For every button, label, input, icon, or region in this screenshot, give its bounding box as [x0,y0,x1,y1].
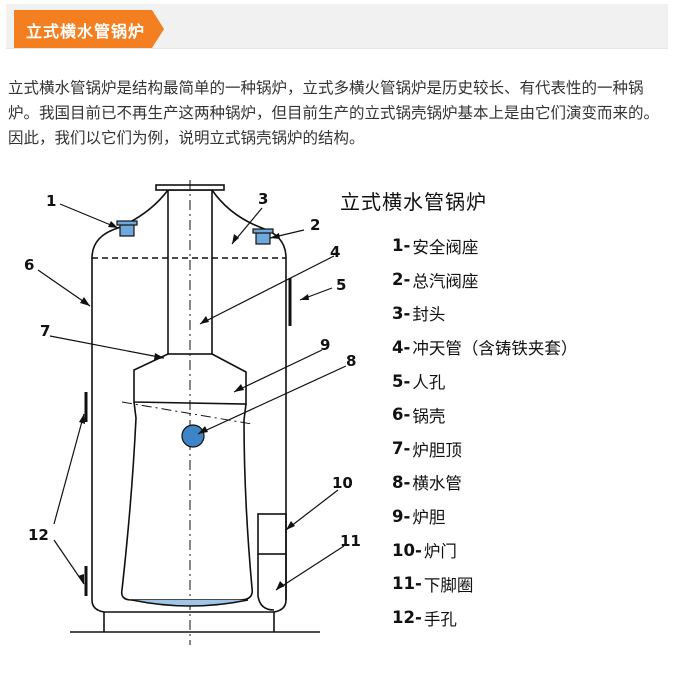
main-steam-valve-seat [255,231,271,245]
legend-item: 3-封头 [392,303,446,325]
grate [131,599,249,607]
legend-item: 2-总汽阀座 [392,270,479,291]
legend-item: 1-安全阀座 [392,236,479,257]
tab-shape [14,10,164,48]
callout-1: 1 [46,192,56,210]
legend-item: 11-下脚圈 [392,574,474,595]
diagram-title: 立式横水管锅炉 [340,190,487,214]
intro-paragraph: 立式横水管锅炉是结构最简单的一种锅炉，立式多横火管锅炉是历史较长、有代表性的一种… [8,79,660,147]
section-header: 立式横水管锅炉 [6,4,668,49]
callout-6: 6 [24,256,34,274]
parts-legend: 1-安全阀座 2-总汽阀座 3-封头 4-冲天管（含铸铁夹套） 5-人孔 6-锅… [392,229,577,635]
lower-ring [257,554,287,611]
boiler-diagram: 1 3 2 4 6 5 7 9 8 10 11 12 [24,180,361,645]
legend-item: 4-冲天管（含铸铁夹套） [392,337,578,359]
section-title: 立式横水管锅炉 [26,22,146,41]
callout-11: 11 [340,532,361,550]
section-title-tab: 立式横水管锅炉 [14,10,164,48]
callout-7: 7 [40,322,50,340]
callout-9: 9 [320,336,330,354]
cross-water-tube [181,424,205,448]
legend-item: 5-人孔 [392,371,446,393]
safety-valve-seat [119,223,135,237]
legend-item: 10-炉门 [392,540,457,562]
legend-item: 7-炉胆顶 [392,439,462,460]
callout-3: 3 [258,190,268,208]
legend-item: 12-手孔 [392,608,457,629]
callout-8: 8 [346,352,356,370]
callout-4: 4 [330,243,340,261]
legend-item: 8-横水管 [392,472,462,494]
callout-2: 2 [310,216,320,234]
callout-12: 12 [28,526,49,544]
legend-item: 6-锅壳 [392,405,446,426]
shell-bottom [91,599,287,613]
callout-5: 5 [336,276,346,294]
boiler-shell [91,189,287,600]
legend-item: 9-炉胆 [392,506,446,528]
furnace-door [257,513,287,555]
callout-10: 10 [332,474,353,492]
